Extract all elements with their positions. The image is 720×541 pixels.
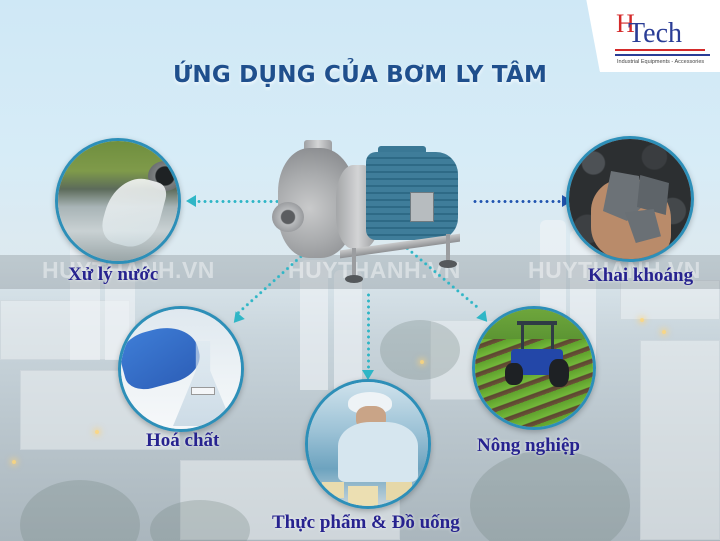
logo-letter-h: H [616, 9, 635, 38]
logo-underline-blue [615, 54, 710, 56]
pump-foot-pad [439, 260, 457, 268]
pump-foot [446, 234, 450, 264]
page-title: ỨNG DỤNG CỦA BƠM LY TÂM [172, 62, 548, 88]
watermark-text: HUYTHANH.VN [528, 257, 701, 283]
htech-logo: H Tech Industrial Equipments - Accessori… [585, 0, 720, 72]
arrow-down-icon [362, 370, 374, 380]
label-agriculture: Nông nghiệp [477, 435, 580, 456]
label-chemical: Hoá chất [146, 430, 220, 451]
motor-nameplate [410, 192, 434, 222]
centrifugal-pump-image [270, 130, 470, 290]
pump-inlet [272, 202, 304, 232]
pump-foot-pad [345, 275, 363, 283]
ore-rocks-image [566, 136, 694, 262]
water-pipe-image [55, 138, 181, 264]
food-worker-image [305, 379, 431, 509]
pump-foot [352, 248, 356, 278]
logo-underline-red [615, 49, 705, 51]
logo-tagline: Industrial Equipments - Accessories [617, 59, 705, 65]
chemical-flask-image [118, 306, 244, 432]
label-mining: Khai khoáng [588, 265, 694, 286]
connector-to-water [196, 200, 280, 203]
tractor-field-image [472, 306, 596, 430]
connector-to-mining [472, 200, 564, 203]
connector-to-food [367, 292, 370, 372]
logo-word-tech: Tech [628, 18, 683, 49]
arrow-left-icon [186, 195, 196, 207]
label-water-treatment: Xử lý nước [68, 264, 159, 285]
label-food-beverage: Thực phẩm & Đồ uống [272, 512, 460, 533]
